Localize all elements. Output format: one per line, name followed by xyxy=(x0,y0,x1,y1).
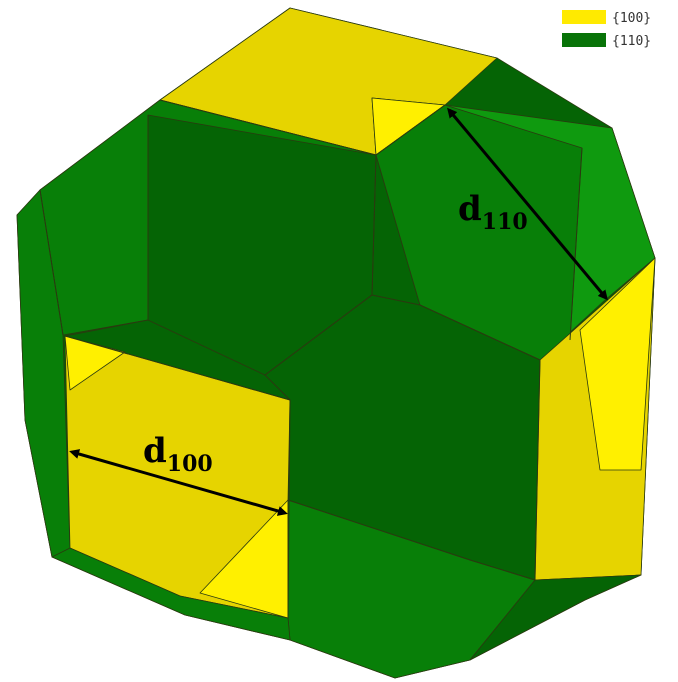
legend: {100} {110} xyxy=(562,10,651,49)
face-110-bottom-right xyxy=(469,574,642,661)
edges xyxy=(39,99,583,619)
d100-arrow xyxy=(69,449,288,516)
d110-label: d110 xyxy=(458,189,528,235)
legend-label-100: {100} xyxy=(612,11,651,26)
legend-swatch-110 xyxy=(562,33,606,47)
legend-label-110: {110} xyxy=(612,34,651,49)
face-100-lower-left-corner xyxy=(64,335,126,391)
face-100-right-inner xyxy=(579,257,656,471)
legend-swatch-100 xyxy=(562,10,606,24)
d100-label: d100 xyxy=(143,431,213,477)
d110-arrow xyxy=(447,107,608,301)
